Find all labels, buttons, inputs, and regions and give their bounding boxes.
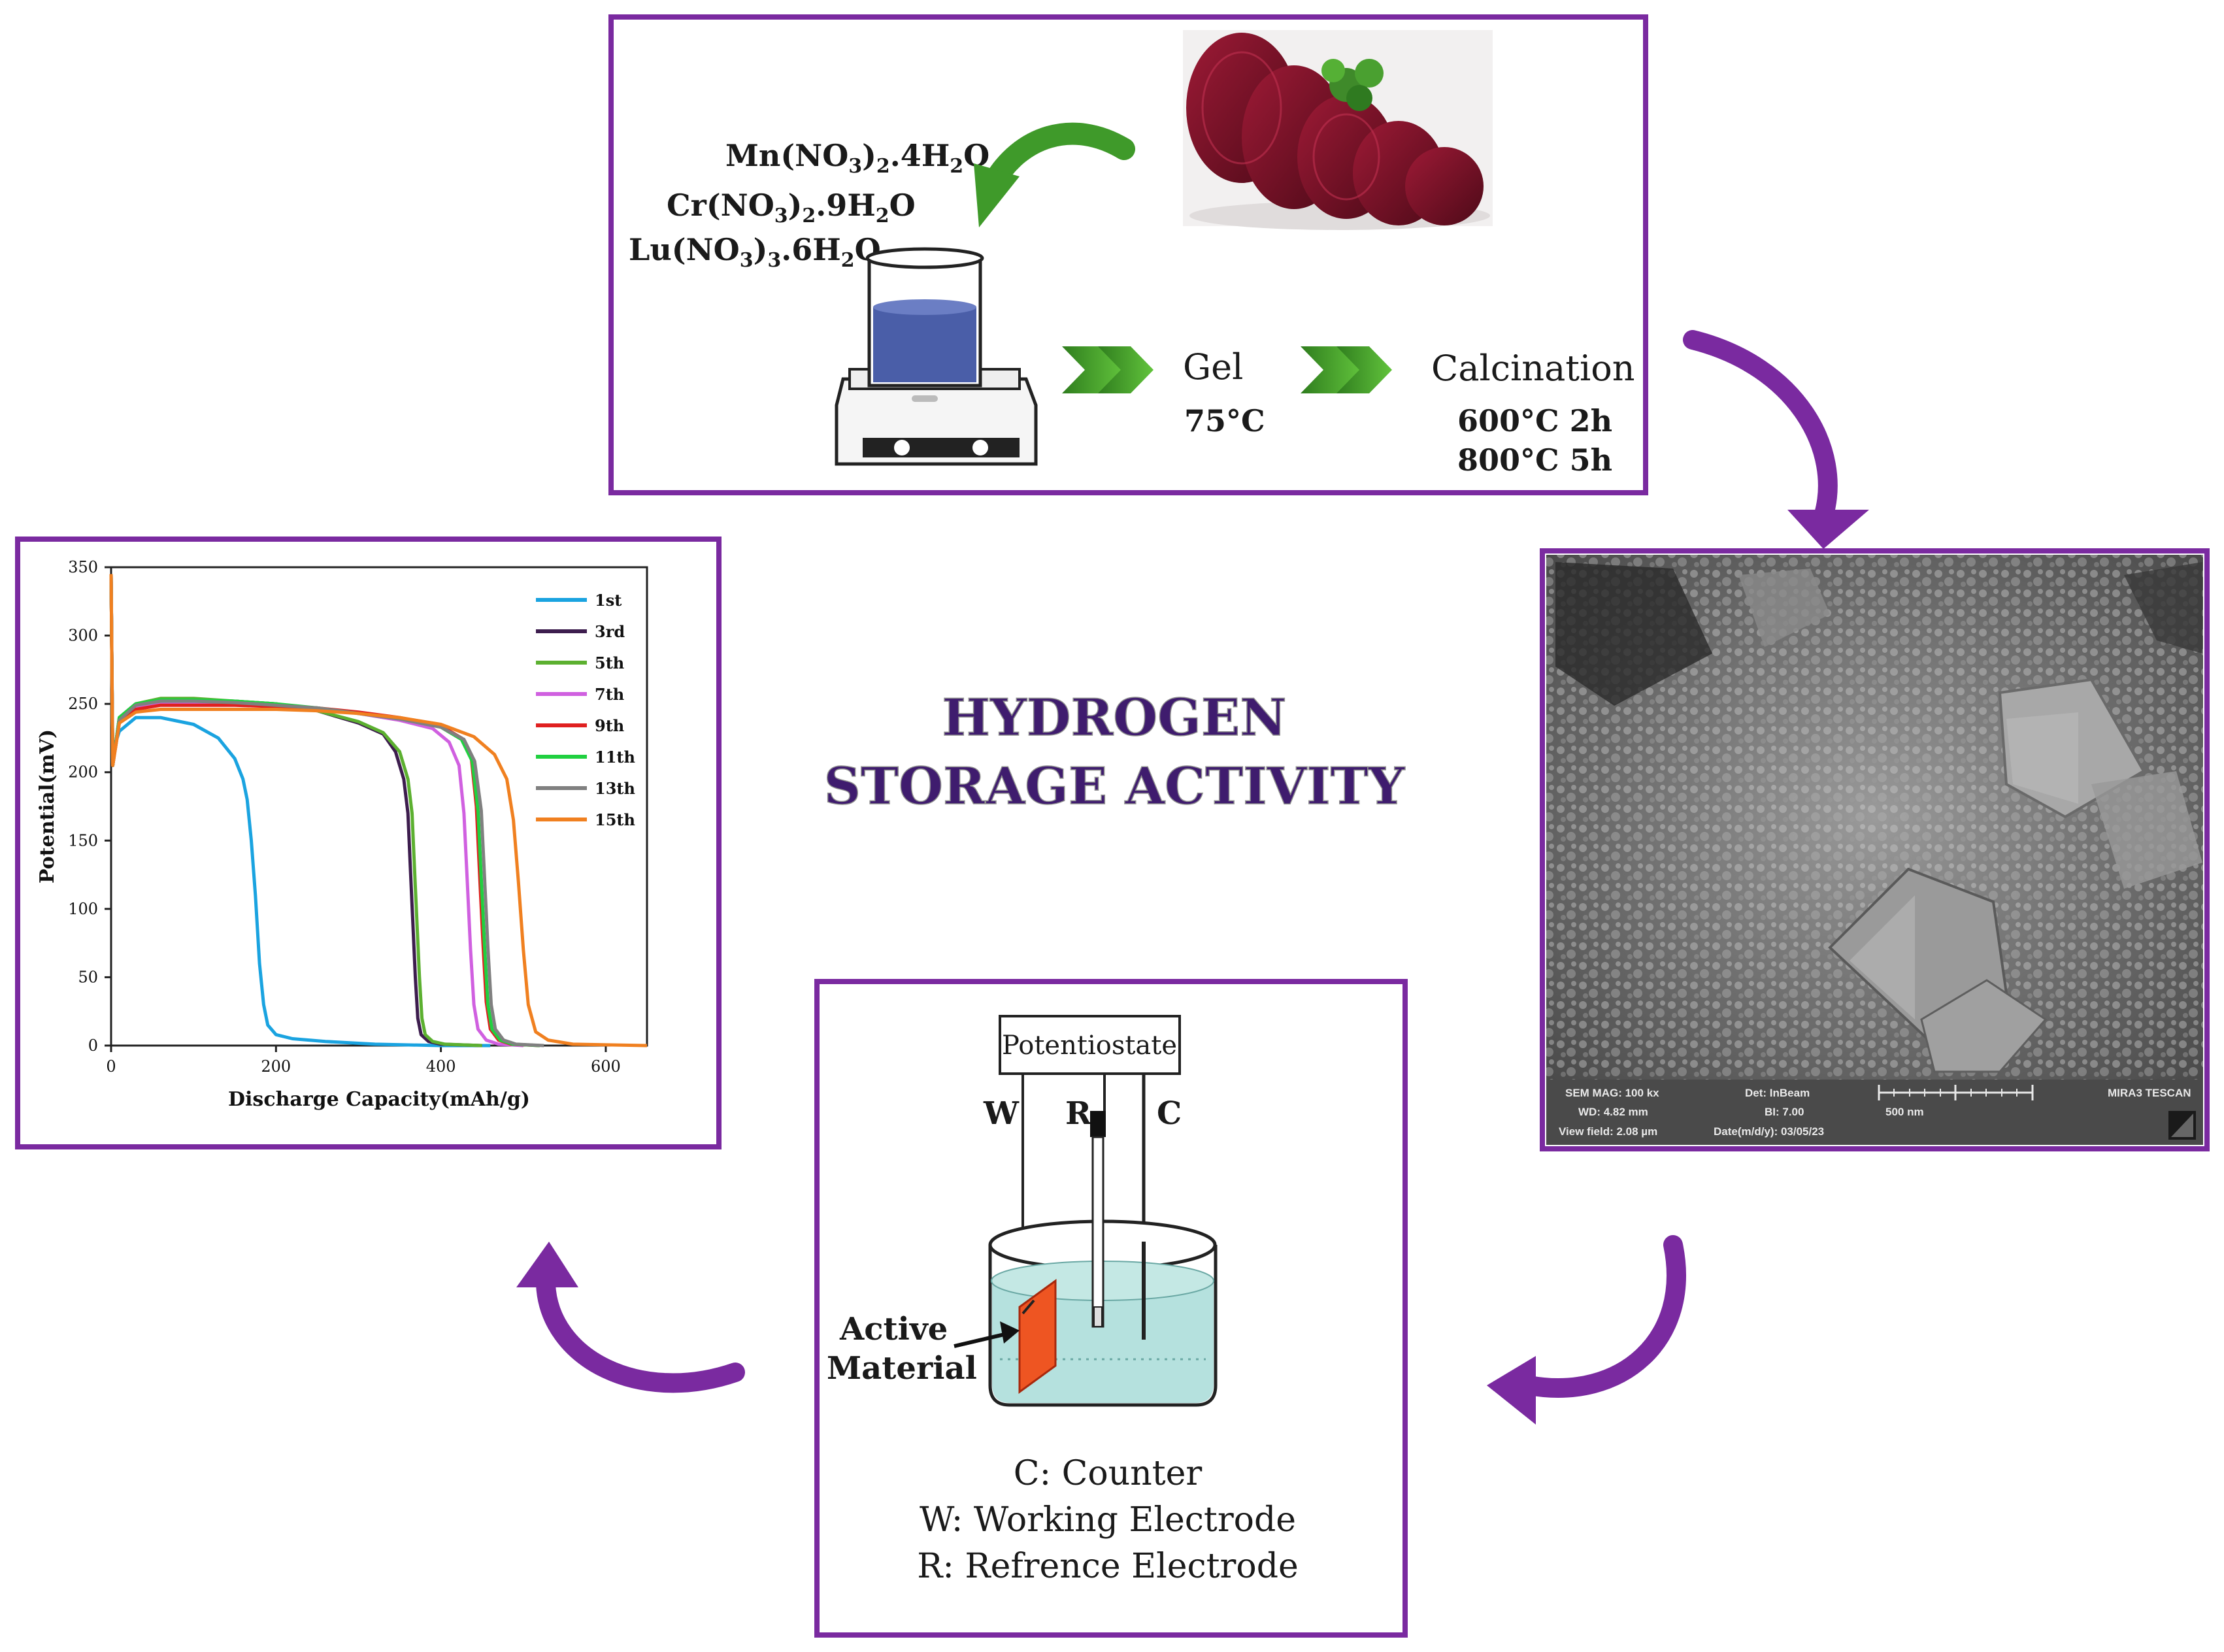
legend-label-7th: 7th [595, 685, 624, 704]
cycle-arrow-top-right-icon [1683, 330, 1869, 549]
diagram-title-line-2: STORAGE ACTIVITY [824, 757, 1406, 816]
parsley-icon [1321, 59, 1384, 111]
electrode-w-label: W [983, 1095, 1020, 1132]
x-tick-label-2: 400 [426, 1057, 456, 1076]
pointer-arrow-icon [954, 1321, 1020, 1348]
active-material-label-2: Material [827, 1350, 977, 1387]
x-tick-label-0: 0 [106, 1057, 116, 1076]
sem-brand: MIRA3 TESCAN [2108, 1087, 2191, 1099]
potentiostat-box [999, 1015, 1181, 1075]
y-tick-label-4: 200 [68, 763, 98, 782]
reagent-cr: Cr(NO3)2.9H2O [667, 188, 916, 227]
electrode-r-label: R [1065, 1095, 1092, 1132]
legend-label-11th: 11th [595, 748, 635, 767]
gel-label: Gel [1183, 346, 1243, 388]
sem-scale-bar [1878, 1085, 2034, 1100]
x-tick-label-3: 600 [591, 1057, 621, 1076]
diagram-title-line-1: HYDROGEN [942, 688, 1286, 748]
x-tick-label-1: 200 [261, 1057, 291, 1076]
y-tick-label-2: 100 [68, 900, 98, 918]
discharge-chart-panel: 0 200 400 600 0 50 100 150 200 250 300 350Discharge… [15, 537, 722, 1149]
green-arrow-icon-2 [1301, 346, 1392, 393]
legend-label-15th: 15th [595, 810, 635, 829]
calcination-cond-2: 800°C 5h [1457, 442, 1612, 478]
sem-scale-label: 500 nm [1885, 1106, 1924, 1118]
sem-image-panel: SEM MAG: 100 kx Det: InBeam MIRA3 TESCAN… [1540, 548, 2210, 1151]
sem-mag: SEM MAG: 100 kx [1565, 1087, 1659, 1099]
series-line-1st [109, 574, 491, 1048]
sem-wd: WD: 4.82 mm [1578, 1106, 1648, 1118]
green-arrow-icon [1062, 346, 1153, 393]
sem-date: Date(m/d/y): 03/05/23 [1714, 1125, 1824, 1138]
beetroot-image [1183, 30, 1493, 230]
electrode-c-label: C [1157, 1095, 1182, 1132]
x-axis-label: Discharge Capacity(mAh/g) [228, 1088, 530, 1111]
legend-reference: R: Refrence Electrode [917, 1547, 1299, 1586]
reagent-lu: Lu(NO3)3.6H2O [629, 232, 881, 272]
legend-label-5th: 5th [595, 653, 624, 672]
sem-detector: Det: InBeam [1745, 1087, 1810, 1099]
series-line-13th [109, 574, 544, 1048]
electrochemical-cell-icon [988, 1111, 1218, 1407]
y-tick-label-6: 300 [68, 627, 98, 645]
potentiostat-label: Potentiostate [1002, 1031, 1177, 1061]
curved-green-arrow-icon [974, 122, 1135, 227]
y-tick-label-5: 250 [68, 695, 98, 713]
calcination-cond-1: 600°C 2h [1457, 403, 1612, 438]
legend-label-13th: 13th [595, 779, 635, 798]
sem-info-bar: SEM MAG: 100 kx Det: InBeam MIRA3 TESCAN… [1559, 1085, 2196, 1140]
gel-temp: 75°C [1184, 403, 1265, 438]
calcination-label: Calcination [1431, 348, 1635, 389]
cell-panel: Potentiostate W R C Active Material [814, 979, 1408, 1638]
y-tick-label-7: 350 [68, 558, 98, 576]
sem-bi: BI: 7.00 [1765, 1106, 1804, 1118]
reagent-mn: Mn(NO3)2.4H2O [725, 138, 989, 178]
active-material-label-1: Active [839, 1311, 948, 1347]
cycle-arrow-bottom-right-icon [1487, 1235, 1686, 1425]
legend-counter: C: Counter [1014, 1454, 1203, 1493]
sem-view-field: View field: 2.08 µm [1559, 1125, 1657, 1138]
legend-working: W: Working Electrode [920, 1500, 1296, 1540]
series-line-15th [109, 574, 648, 1048]
synthesis-panel: Mn(NO3)2.4H2O Cr(NO3)2.9H2O Lu(NO3)3.6H2… [608, 14, 1648, 495]
legend-label-9th: 9th [595, 716, 624, 735]
discharge-chart: 0 200 400 600 0 50 100 150 200 250 300 350Discharge… [36, 558, 648, 1111]
y-axis-label: Potential(mV) [36, 729, 59, 884]
y-tick-label-3: 150 [68, 831, 98, 850]
legend-label-3rd: 3rd [595, 622, 625, 641]
y-tick-label-1: 50 [78, 968, 98, 986]
tescan-logo-icon [2168, 1111, 2196, 1140]
hotplate-beaker-icon [835, 247, 1038, 466]
y-tick-label-0: 0 [88, 1036, 98, 1055]
cycle-arrow-bottom-left-icon [516, 1242, 745, 1393]
legend-label-1st: 1st [595, 591, 622, 610]
